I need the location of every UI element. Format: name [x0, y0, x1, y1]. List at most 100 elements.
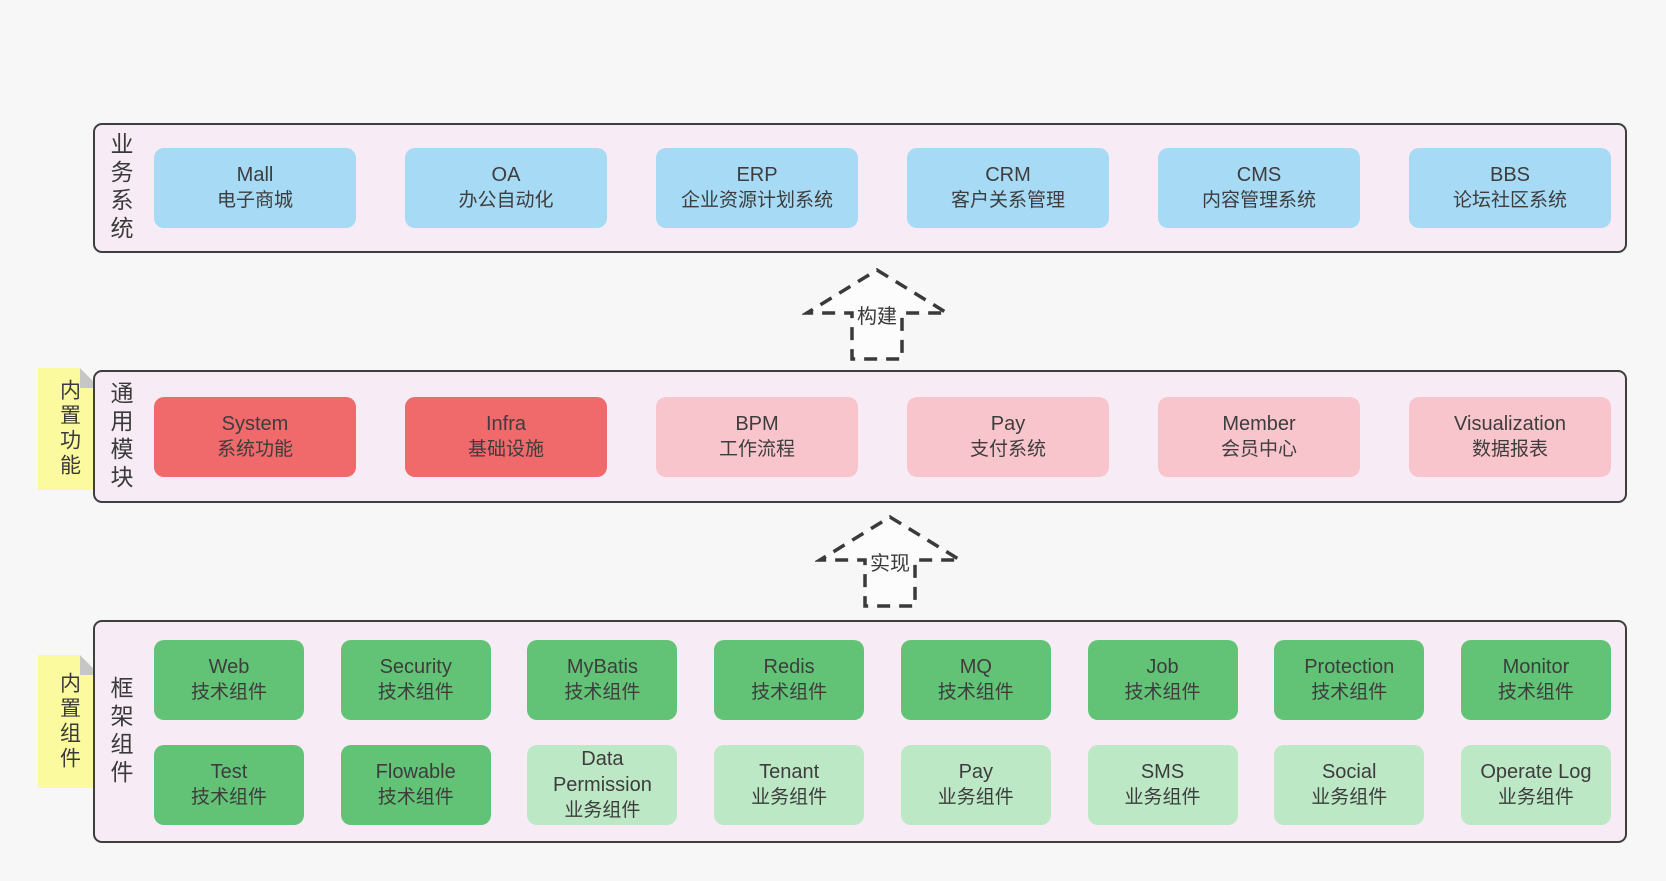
- box-subtitle: 技术组件: [190, 682, 267, 703]
- box-subtitle: 工作流程: [718, 438, 795, 460]
- box-title: OA: [491, 164, 521, 186]
- sticky-note-builtin-features: 内置功能: [38, 368, 100, 490]
- box-title: Infra: [485, 412, 527, 435]
- box-web: Web 技术组件: [154, 640, 304, 720]
- box-title: System: [221, 412, 289, 435]
- box-operate-log: Operate Log 业务组件: [1460, 745, 1611, 825]
- box-subtitle: 业务组件: [937, 787, 1014, 808]
- box-subtitle: 业务组件: [1311, 787, 1388, 808]
- box-title: Operate Log: [1480, 761, 1592, 783]
- box-subtitle: 业务组件: [564, 800, 641, 821]
- box-subtitle: 内容管理系统: [1201, 190, 1316, 211]
- box-monitor: Monitor 技术组件: [1460, 640, 1611, 720]
- box-subtitle: 电子商城: [216, 190, 293, 211]
- box-protection: Protection 技术组件: [1274, 640, 1425, 720]
- box-subtitle: 业务组件: [1124, 787, 1201, 808]
- layer-framework-components: 框架组件 Web 技术组件 Security 技术组件 MyBatis 技术组件…: [93, 620, 1627, 843]
- box-title: SMS: [1140, 761, 1185, 783]
- box-row: Web 技术组件 Security 技术组件 MyBatis 技术组件 Redi…: [154, 640, 1611, 720]
- box-row: System 系统功能 Infra 基础设施 BPM 工作流程 Pay 支付系统…: [154, 396, 1611, 477]
- box-subtitle: 基础设施: [467, 438, 544, 460]
- box-title: Tenant: [759, 761, 820, 783]
- box-subtitle: 技术组件: [1311, 682, 1388, 703]
- box-subtitle: 技术组件: [377, 682, 454, 703]
- up-arrow-implement: 实现: [815, 512, 965, 610]
- box-title: BPM: [735, 412, 779, 435]
- layer-common-modules: 通用模块 System 系统功能 Infra 基础设施 BPM 工作流程 Pay…: [93, 370, 1627, 503]
- box-subtitle: 客户关系管理: [950, 190, 1065, 211]
- box-pay-system: Pay 支付系统: [907, 396, 1109, 477]
- sticky-note-label: 内置组件: [57, 671, 81, 772]
- box-infra: Infra 基础设施: [405, 396, 607, 477]
- layer-title: 业务系统: [107, 132, 133, 244]
- box-title: Protection: [1304, 656, 1395, 678]
- box-title: MQ: [959, 656, 992, 678]
- box-title: Visualization: [1454, 412, 1566, 435]
- sticky-note-label: 内置功能: [57, 379, 81, 479]
- box-title: Security: [379, 656, 452, 678]
- box-crm: CRM 客户关系管理: [907, 148, 1109, 228]
- box-visualization: Visualization 数据报表: [1409, 396, 1611, 477]
- arrow-label: 实现: [868, 552, 912, 576]
- box-title: CMS: [1236, 164, 1282, 186]
- box-title: BBS: [1489, 164, 1531, 186]
- box-job: Job 技术组件: [1087, 640, 1238, 720]
- box-data-permission: Data Permission 业务组件: [527, 745, 678, 825]
- box-subtitle: 业务组件: [751, 787, 828, 808]
- component-rows: Web 技术组件 Security 技术组件 MyBatis 技术组件 Redi…: [154, 640, 1611, 825]
- box-security: Security 技术组件: [340, 640, 491, 720]
- box-subtitle: 办公自动化: [458, 190, 554, 211]
- box-title: Web: [208, 656, 250, 678]
- arrow-label: 构建: [855, 305, 899, 329]
- box-social: Social 业务组件: [1274, 745, 1425, 825]
- box-mybatis: MyBatis 技术组件: [527, 640, 678, 720]
- box-subtitle: 技术组件: [564, 682, 641, 703]
- box-system: System 系统功能: [154, 396, 356, 477]
- box-title: CRM: [985, 164, 1031, 186]
- box-tenant: Tenant 业务组件: [714, 745, 865, 825]
- box-mall: Mall 电子商城: [154, 148, 356, 228]
- box-test: Test 技术组件: [154, 745, 304, 825]
- layer-business-systems: 业务系统 Mall 电子商城 OA 办公自动化 ERP 企业资源计划系统 CRM…: [93, 123, 1627, 253]
- box-subtitle: 技术组件: [1124, 682, 1201, 703]
- box-title: Job: [1146, 656, 1179, 678]
- box-sms: SMS 业务组件: [1087, 745, 1238, 825]
- box-subtitle: 技术组件: [1497, 682, 1574, 703]
- box-subtitle: 数据报表: [1471, 438, 1548, 460]
- box-title: MyBatis: [566, 656, 638, 678]
- layer-title: 通用模块: [107, 380, 133, 493]
- box-subtitle: 论坛社区系统: [1452, 190, 1567, 211]
- box-subtitle: 业务组件: [1497, 787, 1574, 808]
- box-title: Member: [1222, 412, 1296, 435]
- box-title: Flowable: [375, 761, 456, 783]
- box-subtitle: 技术组件: [937, 682, 1014, 703]
- box-subtitle: 企业资源计划系统: [680, 190, 833, 211]
- box-subtitle: 系统功能: [216, 438, 293, 460]
- box-pay-component: Pay 业务组件: [900, 745, 1051, 825]
- box-cms: CMS 内容管理系统: [1158, 148, 1360, 228]
- box-oa: OA 办公自动化: [405, 148, 607, 228]
- box-subtitle: 支付系统: [969, 438, 1046, 460]
- box-subtitle: 技术组件: [190, 787, 267, 808]
- box-erp: ERP 企业资源计划系统: [656, 148, 858, 228]
- up-arrow-build: 构建: [802, 265, 952, 363]
- box-row: Mall 电子商城 OA 办公自动化 ERP 企业资源计划系统 CRM 客户关系…: [154, 148, 1611, 228]
- box-title: Pay: [958, 761, 994, 783]
- box-title: Test: [210, 761, 248, 783]
- box-subtitle: 技术组件: [751, 682, 828, 703]
- box-title: Redis: [763, 656, 815, 678]
- box-subtitle: 技术组件: [377, 787, 454, 808]
- box-mq: MQ 技术组件: [900, 640, 1051, 720]
- box-row: Test 技术组件 Flowable 技术组件 Data Permission …: [154, 745, 1611, 825]
- box-bpm: BPM 工作流程: [656, 396, 858, 477]
- box-bbs: BBS 论坛社区系统: [1409, 148, 1611, 228]
- sticky-note-builtin-components: 内置组件: [38, 655, 100, 788]
- box-title: Pay: [990, 412, 1026, 435]
- box-redis: Redis 技术组件: [714, 640, 865, 720]
- box-title: ERP: [736, 164, 778, 186]
- box-title: Monitor: [1502, 656, 1570, 678]
- box-subtitle: 会员中心: [1220, 438, 1297, 460]
- box-title: Data Permission: [552, 748, 652, 796]
- box-flowable: Flowable 技术组件: [340, 745, 491, 825]
